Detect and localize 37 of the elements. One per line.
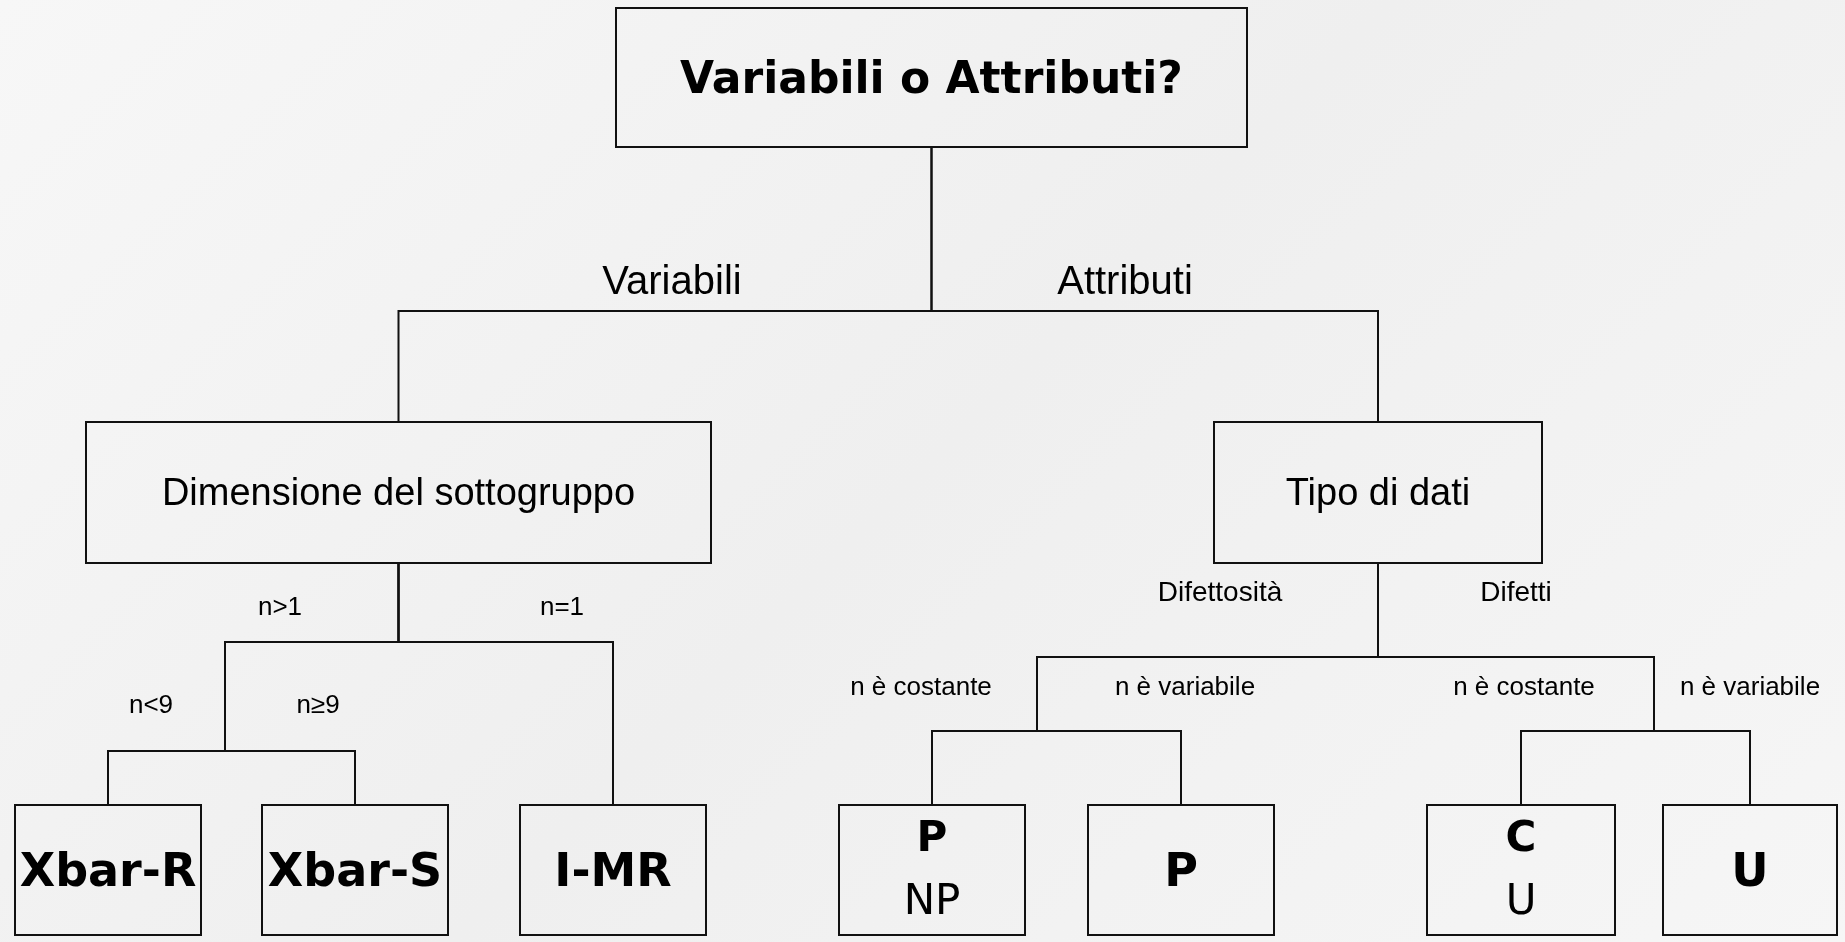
chart-type-box <box>519 804 707 936</box>
branch-label: n è variabile <box>1679 670 1821 702</box>
chart-type-box <box>1662 804 1838 936</box>
node-title: Dimensione del sottogruppo <box>161 471 636 514</box>
node-title: I-MR <box>554 843 672 897</box>
branch-label: n<9 <box>128 688 174 720</box>
branch-label: n≥9 <box>296 688 340 720</box>
chart-type-box <box>261 804 449 936</box>
branch-label: Attributi <box>1057 257 1193 303</box>
chart-type-box <box>14 804 202 936</box>
connector-line <box>1377 563 1751 805</box>
chart-type-box <box>1426 804 1616 936</box>
branch-label: n è variabile <box>1114 670 1256 702</box>
node-title: Variabili o Attributi? <box>680 52 1183 103</box>
node-title: Xbar-S <box>267 843 443 897</box>
branch-label: n>1 <box>257 590 303 622</box>
branch-label: Difettosità <box>1157 576 1283 608</box>
node-subtitle: NP <box>903 875 961 924</box>
node-title: P <box>916 812 948 861</box>
branch-label: n è costante <box>850 670 992 702</box>
node-title: Xbar-R <box>19 843 197 897</box>
branch-label: Difetti <box>1480 576 1552 608</box>
node-subtitle: U <box>1505 875 1537 924</box>
chart-type-box <box>1087 804 1275 936</box>
chart-type-box <box>838 804 1026 936</box>
decision-box <box>1213 421 1543 564</box>
decision-box <box>85 421 712 564</box>
node-title: Tipo di dati <box>1285 471 1471 514</box>
branch-label: n è costante <box>1453 670 1595 702</box>
connector-line <box>397 563 614 805</box>
question-box <box>615 7 1248 148</box>
branch-label: Variabili <box>602 257 742 303</box>
connector-line <box>930 147 1379 422</box>
node-title: P <box>1164 843 1198 897</box>
branch-label: n=1 <box>539 590 585 622</box>
node-title: C <box>1505 812 1537 861</box>
node-title: U <box>1731 843 1769 897</box>
